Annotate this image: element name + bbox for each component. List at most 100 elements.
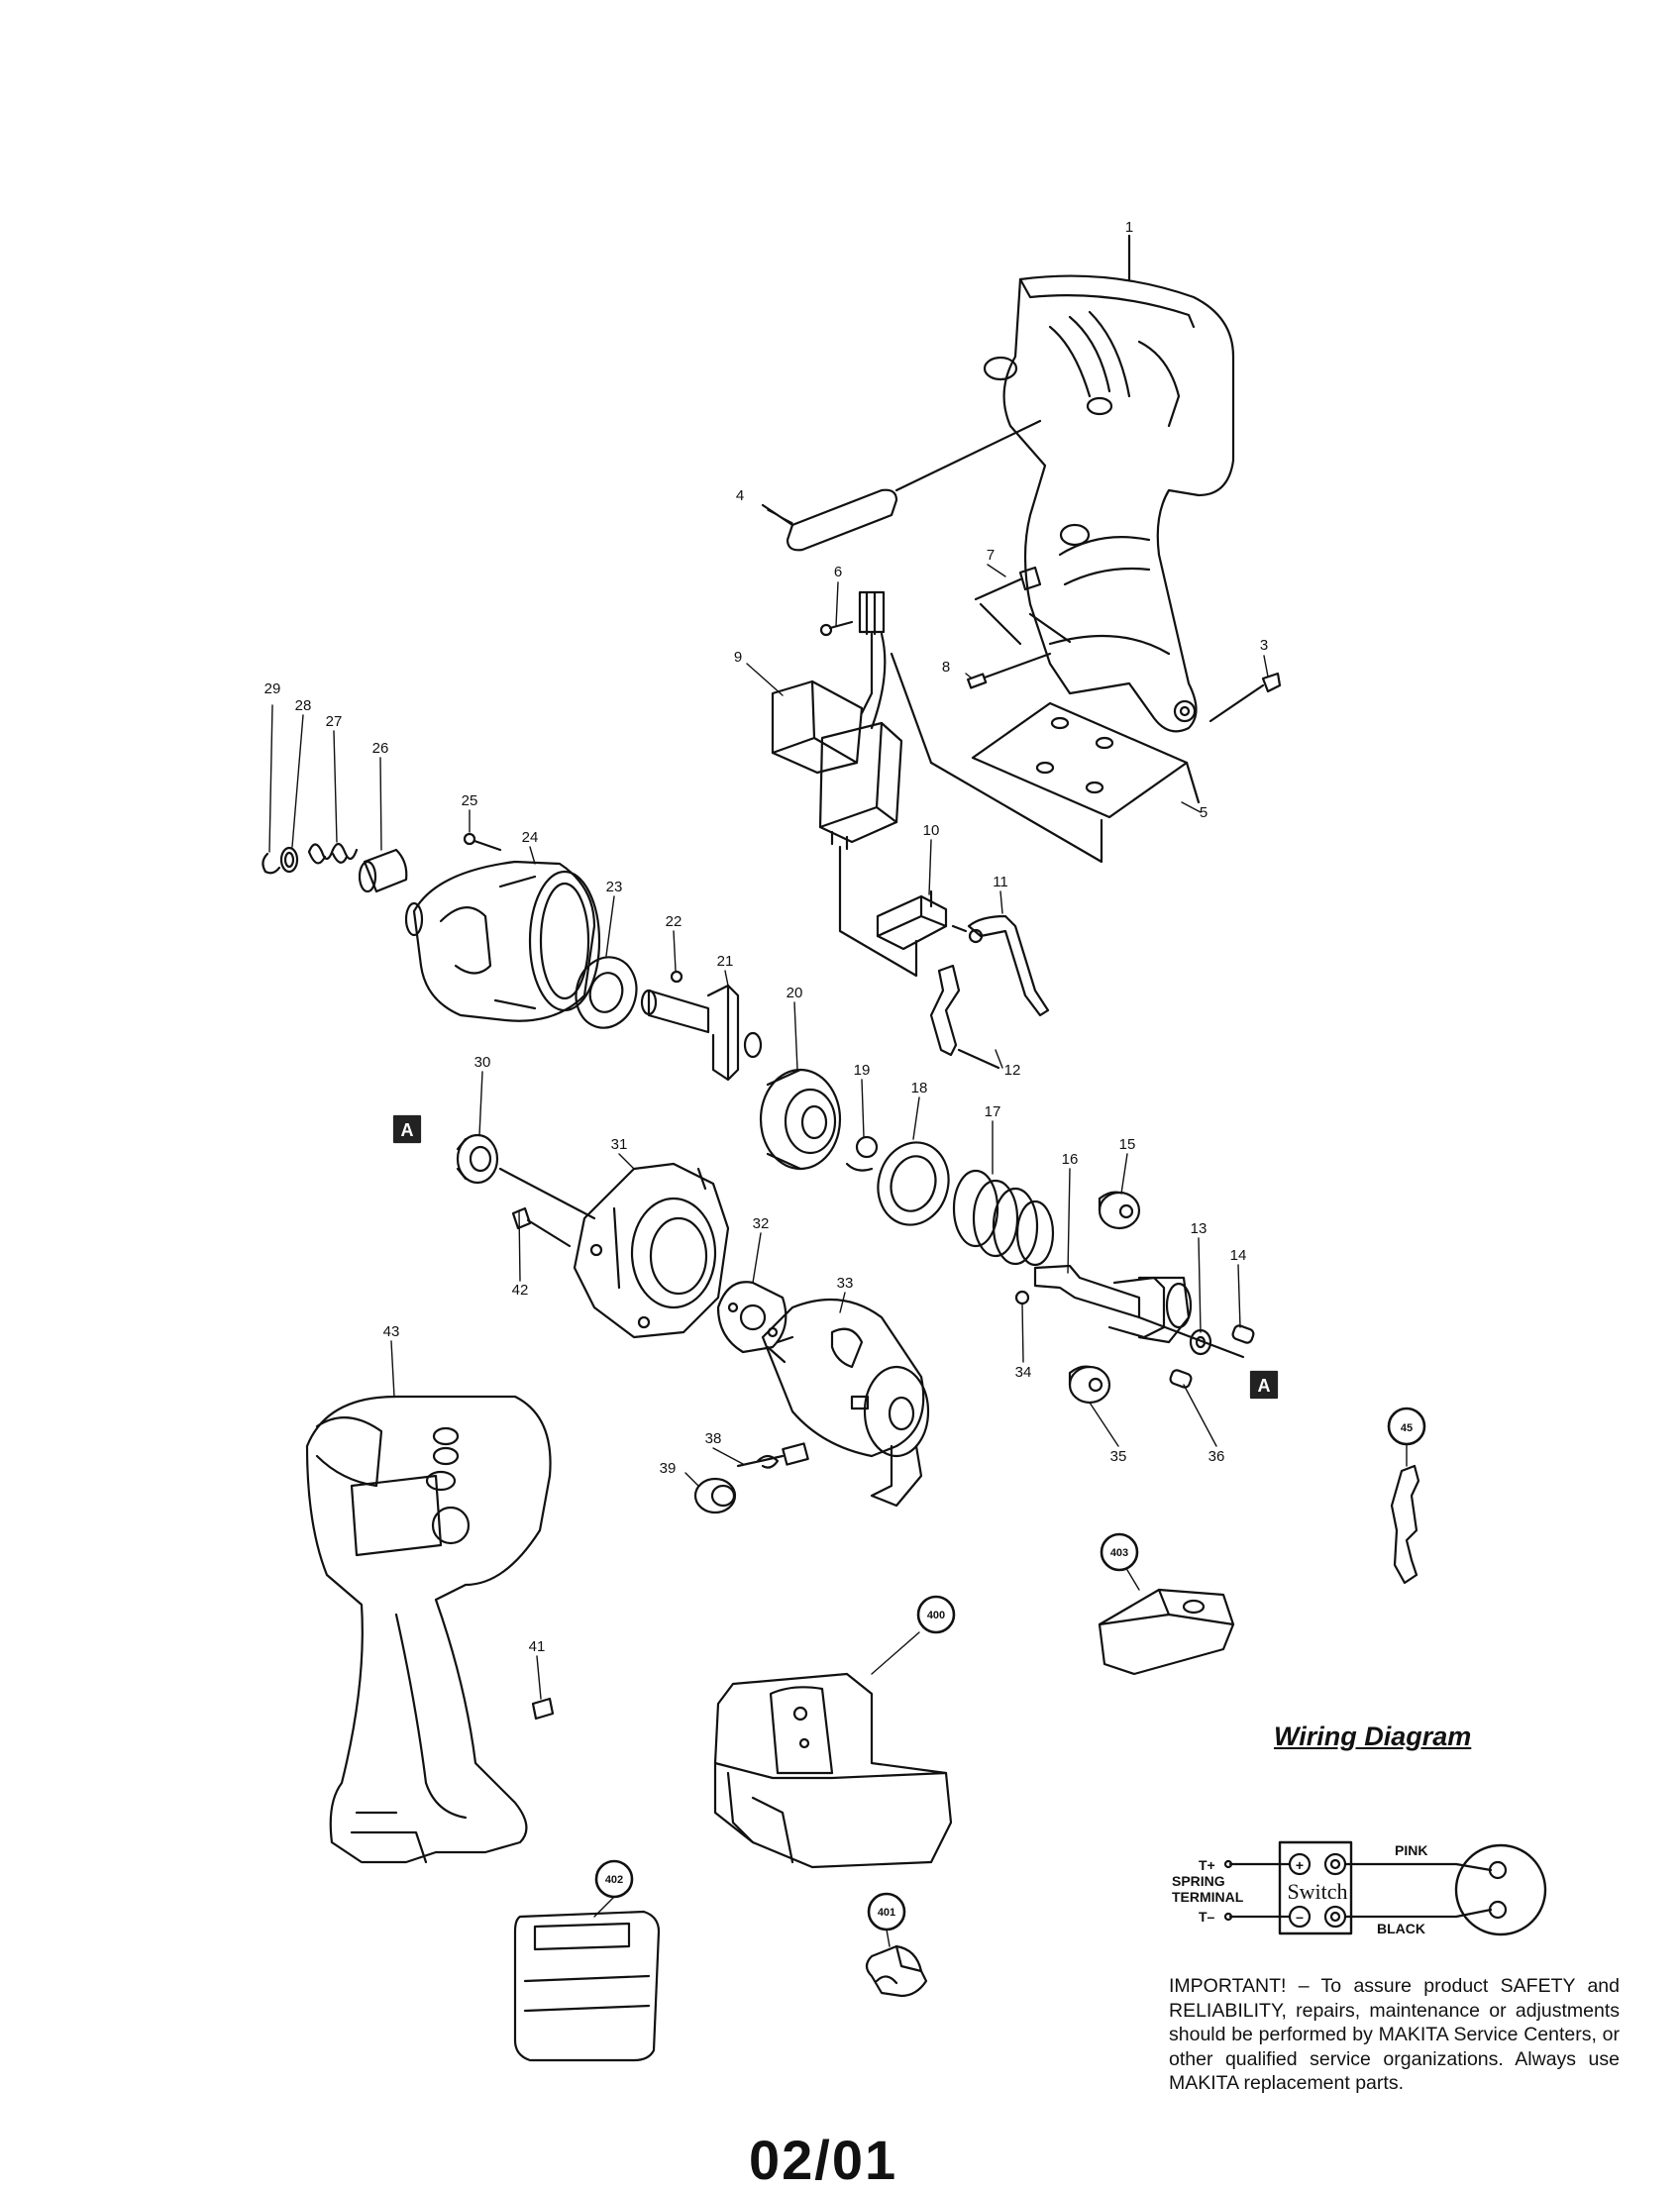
circled-callouts: 45 403 400 402 401 — [594, 1407, 1426, 1931]
part-3-screw — [1208, 672, 1282, 723]
part-10-brush-holder — [876, 889, 948, 951]
part-34-ball — [1014, 1290, 1030, 1305]
callout-7: 7 — [987, 547, 995, 564]
callout-10: 10 — [923, 822, 940, 839]
callout-13: 13 — [1191, 1220, 1208, 1237]
spring-label: SPRING — [1172, 1873, 1225, 1889]
callout-31: 31 — [611, 1136, 628, 1153]
callout-45: 45 — [1387, 1407, 1426, 1446]
callout-36: 36 — [1208, 1448, 1225, 1465]
part-15-planet-gear — [1098, 1191, 1141, 1230]
callout-14: 14 — [1230, 1247, 1247, 1264]
part-401-band — [865, 1944, 928, 1998]
svg-text:403: 403 — [1110, 1547, 1128, 1559]
part-17-spring — [952, 1169, 1055, 1267]
part-30-bearing — [456, 1133, 596, 1220]
callout-34: 34 — [1015, 1364, 1032, 1381]
callout-17: 17 — [985, 1103, 1001, 1120]
reference-mark-a-left: A — [392, 1114, 422, 1144]
part-1-housing-half — [983, 234, 1235, 733]
part-14-pin — [1231, 1324, 1255, 1344]
switch-label: Switch — [1287, 1879, 1347, 1904]
part-42-screw — [511, 1206, 572, 1248]
callout-12: 12 — [1004, 1062, 1021, 1079]
part-38-carbon-brush — [736, 1442, 809, 1469]
part-29-clip — [262, 852, 281, 875]
svg-text:401: 401 — [878, 1907, 895, 1919]
part-21-anvil — [640, 984, 763, 1082]
wiring-diagram: + – Switch T+ SPRING TERMINAL T– PINK BL… — [1172, 1840, 1547, 1936]
leader-lines — [268, 509, 1408, 1947]
callout-32: 32 — [753, 1215, 770, 1232]
svg-text:400: 400 — [927, 1610, 945, 1621]
part-43-housing — [305, 1395, 552, 1864]
part-9-switch — [771, 590, 933, 978]
wiring-diagram-title: Wiring Diagram — [1274, 1722, 1472, 1751]
part-26-sleeve — [358, 848, 408, 893]
callout-1: 1 — [1125, 219, 1133, 236]
callout-19: 19 — [854, 1062, 871, 1079]
t-plus-label: T+ — [1199, 1857, 1215, 1873]
important-note: IMPORTANT! – To assure product SAFETY an… — [1169, 1975, 1620, 2094]
part-16-spindle — [1033, 1264, 1193, 1344]
callout-35: 35 — [1110, 1448, 1127, 1465]
callout-20: 20 — [787, 985, 803, 1001]
callout-24: 24 — [522, 829, 539, 846]
callout-18: 18 — [911, 1080, 928, 1096]
callout-9: 9 — [734, 649, 742, 666]
part-6-screw — [819, 620, 854, 637]
callout-27: 27 — [326, 713, 343, 730]
motor-symbol — [1454, 1843, 1547, 1936]
part-4-trigger — [761, 419, 1042, 552]
callout-21: 21 — [717, 953, 734, 970]
callout-11: 11 — [993, 874, 1008, 890]
pink-wire-label: PINK — [1395, 1842, 1427, 1858]
part-7-screw — [974, 566, 1072, 646]
part-5-plate — [929, 701, 1201, 864]
callout-5: 5 — [1200, 804, 1208, 821]
part-12-terminal — [929, 964, 1000, 1070]
part-19-ball — [845, 1135, 879, 1172]
svg-text:45: 45 — [1401, 1422, 1413, 1434]
part-28-ring — [279, 846, 299, 874]
callout-15: 15 — [1119, 1136, 1136, 1153]
callout-41: 41 — [529, 1638, 546, 1655]
part-403-cap — [1098, 1588, 1235, 1676]
callout-28: 28 — [295, 697, 312, 714]
callout-402: 402 — [594, 1859, 634, 1899]
part-32-plate — [716, 1281, 788, 1354]
part-24-gear-housing — [404, 860, 601, 1022]
t-minus-label: T– — [1199, 1909, 1215, 1925]
part-25-screw — [463, 832, 502, 852]
part-41-pin — [531, 1697, 555, 1721]
callout-42: 42 — [512, 1282, 529, 1299]
callout-23: 23 — [606, 879, 623, 895]
callout-25: 25 — [462, 792, 478, 809]
part-20-hammer — [759, 1068, 842, 1171]
part-33-motor — [761, 1298, 930, 1508]
callout-38: 38 — [705, 1430, 722, 1447]
callout-29: 29 — [264, 680, 281, 697]
reference-mark-a-right: A — [1249, 1370, 1279, 1400]
callout-22: 22 — [666, 913, 682, 930]
svg-text:A: A — [1258, 1376, 1271, 1396]
page-number: 02/01 — [749, 2129, 898, 2191]
part-45-clip — [1390, 1464, 1420, 1585]
minus-symbol: – — [1296, 1909, 1304, 1925]
part-31-gear-case — [573, 1162, 730, 1339]
callout-400: 400 — [916, 1595, 956, 1634]
callout-26: 26 — [372, 740, 389, 757]
part-13-washer — [1189, 1328, 1212, 1356]
part-8-pin — [967, 652, 1052, 689]
plus-symbol: + — [1296, 1857, 1304, 1873]
part-11-spring-plate — [951, 914, 1050, 1017]
callout-8: 8 — [942, 659, 950, 676]
callout-403: 403 — [1100, 1532, 1139, 1572]
callout-3: 3 — [1260, 637, 1268, 654]
callout-39: 39 — [660, 1460, 677, 1477]
black-wire-label: BLACK — [1377, 1921, 1425, 1936]
callout-labels: 1 3 4 5 6 7 8 9 10 11 12 13 14 15 16 17 … — [264, 219, 1269, 1655]
terminal-label: TERMINAL — [1172, 1889, 1244, 1905]
